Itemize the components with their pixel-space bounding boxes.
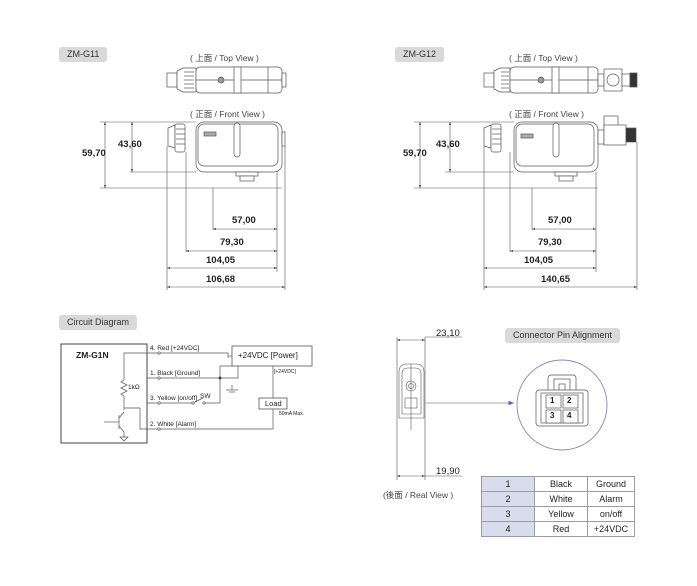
pin-number: 1: [481, 476, 535, 492]
pin-function: Ground: [587, 476, 635, 492]
rear-dim-bottom: 19,90: [436, 466, 460, 477]
pin-number: 3: [481, 506, 535, 522]
connector-pin-alignment-title: Connector Pin Alignment: [505, 328, 621, 343]
pin-4-label: 4: [567, 411, 572, 420]
table-row: 2 White Alarm: [481, 491, 635, 507]
zm-g11-dim-104: 104,05: [206, 255, 236, 266]
wire-white-label: 2. White [Alarm]: [150, 421, 197, 428]
wire-color: Yellow: [534, 506, 588, 522]
table-row: 1 Black Ground: [481, 476, 635, 492]
zm-g12-top-view: [483, 66, 638, 94]
zm-g11-front-view-caption: ( 正面 / Front View ): [190, 109, 265, 119]
pin-function: +24VDC: [587, 521, 635, 537]
pin-3-label: 3: [550, 411, 555, 420]
rear-view-drawing: [396, 336, 462, 480]
zm-g11-dim-79: 79,30: [220, 237, 244, 248]
pin-2-label: 2: [567, 396, 572, 405]
wire-yellow-label: 3. Yellow [on/off]: [150, 395, 198, 402]
model-tag-zm-g12: ZM-G12: [395, 47, 445, 62]
wire-color: Red: [534, 521, 588, 537]
zm-g11-dimension-lines: [100, 121, 286, 290]
pin-number: 2: [481, 491, 535, 507]
pin-function: Alarm: [587, 491, 635, 507]
zm-g12-front-view-caption: ( 正面 / Front View ): [509, 109, 584, 119]
zm-g12-dim-104: 104,05: [524, 255, 554, 266]
device-box: [60, 343, 148, 444]
zm-g11-dim-height-total: 59,70: [82, 148, 106, 159]
rear-view-caption: (後面 / Real View ): [383, 490, 454, 500]
load-box-label: Load: [265, 399, 282, 408]
zm-g11-top-view-caption: ( 上面 / Top View ): [190, 53, 259, 63]
power-box: [231, 345, 313, 367]
pin-assignment-table: 1 Black Ground 2 White Alarm 3 Yellow on…: [481, 476, 635, 537]
table-row: 3 Yellow on/off: [481, 506, 635, 522]
zm-g11-front-view: [167, 121, 286, 182]
wire-black-label: 1. Black [Ground]: [150, 370, 201, 377]
zm-g11-dim-height-body: 43,60: [118, 139, 142, 150]
switch-label: SW: [200, 393, 211, 400]
load-box: [258, 397, 288, 410]
zm-g12-front-view: [483, 115, 637, 182]
pin-1-label: 1: [550, 396, 555, 405]
device-label: ZM-G1N: [76, 350, 109, 360]
power-note: [+24VDC]: [274, 369, 296, 375]
resistor-label: 1kΩ: [128, 384, 140, 391]
table-row: 4 Red +24VDC: [481, 521, 635, 537]
zm-g12-dim-79: 79,30: [538, 237, 562, 248]
pin-number: 4: [481, 521, 535, 537]
zm-g12-dim-height-total: 59,70: [403, 148, 427, 159]
zm-g12-dim-total-width: 140,65: [541, 274, 571, 285]
zm-g11-dim-total-width: 106,68: [206, 274, 236, 285]
circuit-wiring: [60, 343, 274, 444]
pin-function: on/off: [587, 506, 635, 522]
connector-pin-diagram: [516, 359, 608, 451]
zm-g11-dim-57: 57,00: [232, 215, 256, 226]
wire-red-label: 4. Red [+24VDC]: [150, 345, 200, 352]
wire-color: White: [534, 491, 588, 507]
circuit-diagram-title: Circuit Diagram: [59, 315, 138, 330]
zm-g12-dim-height-body: 43,60: [436, 139, 460, 150]
load-note: 50mA Max.: [279, 411, 305, 417]
power-box-label: +24VDC [Power]: [238, 351, 298, 360]
zm-g12-top-view-caption: ( 上面 / Top View ): [509, 53, 578, 63]
zm-g11-top-view: [166, 66, 287, 94]
zm-g12-dimension-lines: [414, 121, 638, 290]
rear-dim-top: 23,10: [436, 328, 460, 339]
model-tag-zm-g11: ZM-G11: [59, 47, 108, 62]
zm-g12-dim-57: 57,00: [548, 215, 572, 226]
wire-color: Black: [534, 476, 588, 492]
